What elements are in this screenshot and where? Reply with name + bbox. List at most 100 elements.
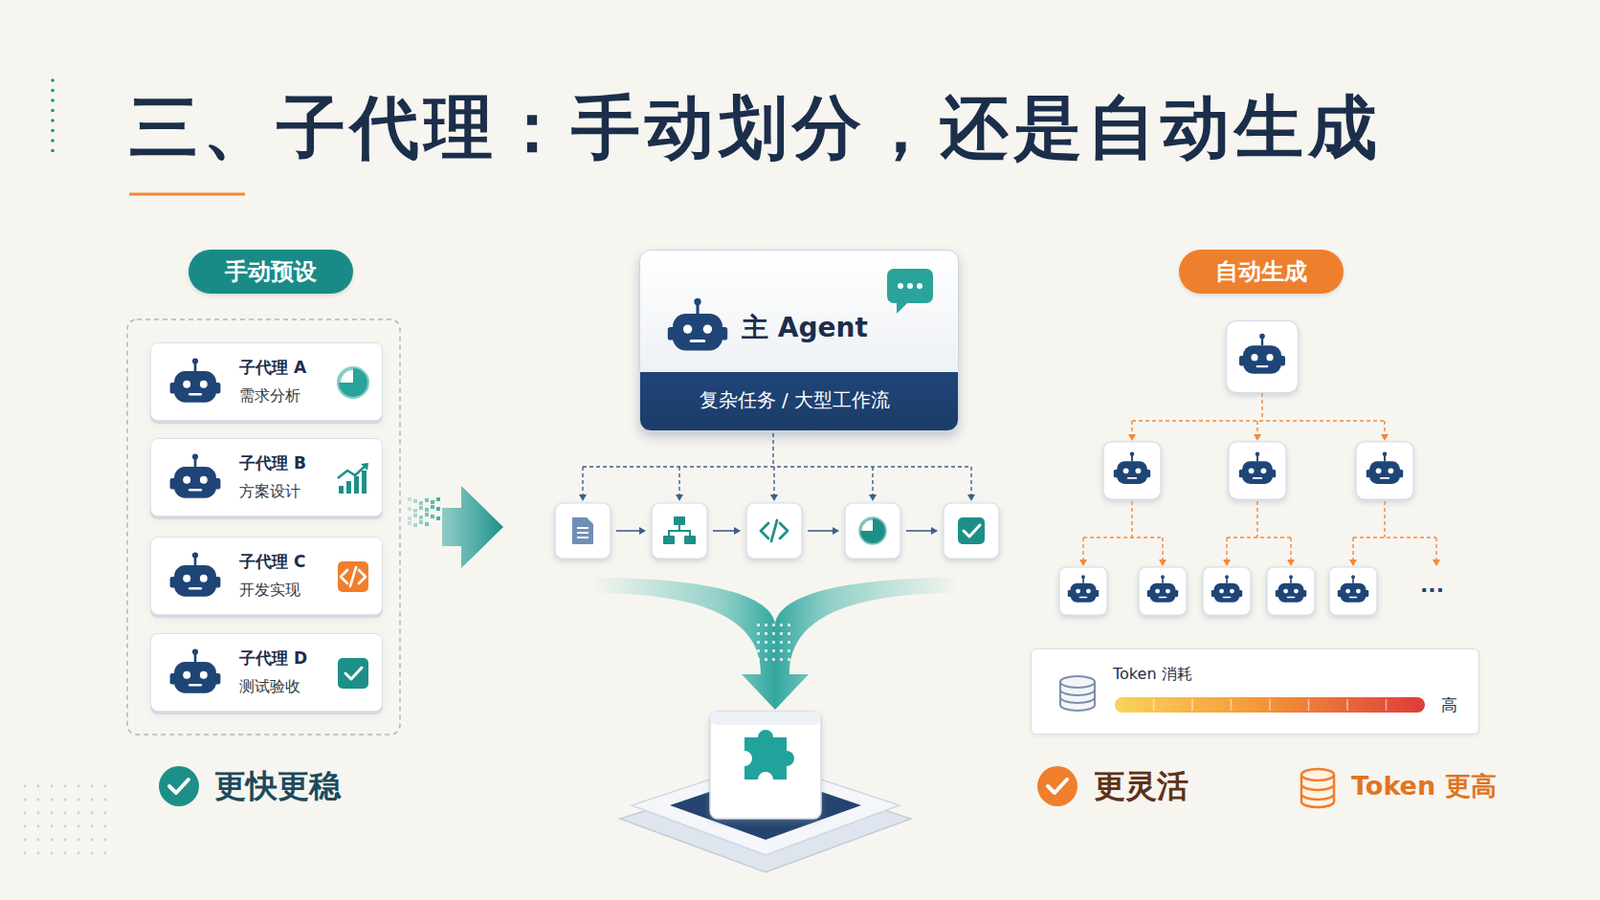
art-line [194, 362, 198, 372]
art-circle [1293, 589, 1299, 595]
art-circle [1266, 354, 1273, 361]
art-circle [1130, 451, 1134, 456]
art-line [1289, 577, 1292, 583]
art-line [1161, 577, 1164, 583]
robot-icon [1239, 451, 1276, 485]
tree-line [1225, 537, 1227, 566]
agent-band-text: 复杂任务 / 大型工作流 [640, 387, 950, 413]
art-path [668, 525, 690, 536]
branch-line [678, 466, 680, 501]
node-art [1031, 649, 1481, 736]
art-circle [64, 839, 67, 843]
art-rect [764, 632, 768, 636]
art-rect [1340, 583, 1367, 603]
cost-label: Token 更高 [1351, 769, 1497, 804]
art-rect [419, 501, 423, 506]
coin [1301, 769, 1334, 781]
art-circle [50, 138, 55, 143]
tree-line [1082, 537, 1084, 566]
art-circle [90, 812, 94, 816]
pill-label: 自动生成 [1215, 249, 1308, 294]
art-ellipse [1060, 676, 1095, 689]
art-circle [77, 812, 81, 816]
art-circle [77, 839, 81, 843]
art-circle [50, 88, 55, 93]
art-circle [77, 852, 81, 856]
node-art [151, 439, 384, 518]
art-circle [182, 671, 191, 680]
check-icon [957, 517, 985, 545]
art-rect [772, 649, 776, 653]
art-rect [174, 371, 217, 403]
icon-box [1202, 567, 1251, 616]
art-circle [1248, 467, 1255, 474]
art-circle [90, 839, 94, 843]
doc-icon [572, 517, 594, 545]
art-circle [90, 825, 94, 829]
code-icon [760, 520, 788, 542]
art-rect [756, 632, 760, 636]
art-circle [1165, 589, 1171, 595]
robot-icon [170, 648, 222, 693]
robot-icon [1337, 575, 1369, 602]
art-circle [182, 476, 191, 485]
art-rect [337, 658, 369, 689]
funnel-dots [756, 623, 791, 662]
art-rect [1287, 597, 1296, 600]
more-mark: ··· [1420, 577, 1445, 603]
bar-end-label: 高 [1441, 694, 1458, 716]
art-circle [50, 129, 55, 134]
art-circle [1261, 467, 1267, 474]
art-rect [1242, 461, 1273, 485]
step-arrow [616, 530, 645, 533]
art-rect [756, 649, 760, 653]
art-rect [174, 565, 217, 598]
art-circle [703, 324, 712, 334]
art-rect [787, 623, 791, 627]
dashed-branches [582, 433, 972, 501]
card-heading: 子代理 D [239, 647, 308, 669]
art-rect [354, 476, 359, 494]
agent-card: 子代理 D测试验收 [150, 633, 383, 712]
art-circle [23, 785, 27, 789]
check-badge [1037, 766, 1078, 807]
art-rect [1379, 477, 1390, 480]
art-rect [436, 497, 441, 502]
icon-box [1226, 321, 1299, 394]
check-badge [158, 766, 200, 807]
art-circle [200, 476, 208, 485]
agent-card: 子代理 C开发实现 [150, 536, 383, 616]
art-rect [337, 561, 369, 593]
art-rect [188, 393, 202, 397]
card-body: 需求分析 [239, 385, 301, 407]
check-mark [169, 779, 189, 794]
art-circle [1355, 589, 1361, 595]
code-icon [337, 561, 369, 593]
art-rect [419, 520, 423, 525]
art-line [194, 653, 198, 663]
art-rect [673, 516, 686, 526]
bar-tick [1230, 699, 1233, 712]
bar-tick [1191, 699, 1194, 712]
benefit-label: 更快更稳 [214, 765, 341, 808]
art-rect [779, 632, 783, 636]
art-circle [64, 852, 67, 856]
art-rect [887, 268, 934, 304]
pill-label: 手动预设 [224, 249, 317, 294]
tree-line [1083, 501, 1163, 538]
art-rect [188, 587, 202, 591]
art-rect [419, 506, 423, 511]
art-rect [957, 517, 985, 545]
card-body: 开发实现 [239, 579, 301, 601]
art-rect [764, 649, 768, 653]
art-circle [916, 283, 923, 289]
art-rect [1278, 583, 1305, 603]
art-circle [182, 380, 191, 389]
art-rect [1349, 597, 1358, 600]
art-rect [779, 658, 783, 662]
agent-heading: 主 Agent [741, 311, 868, 345]
art-circle [50, 839, 54, 843]
art-circle [1229, 589, 1235, 595]
art-circle [90, 799, 94, 802]
benefit-label: 更灵活 [1093, 765, 1189, 808]
